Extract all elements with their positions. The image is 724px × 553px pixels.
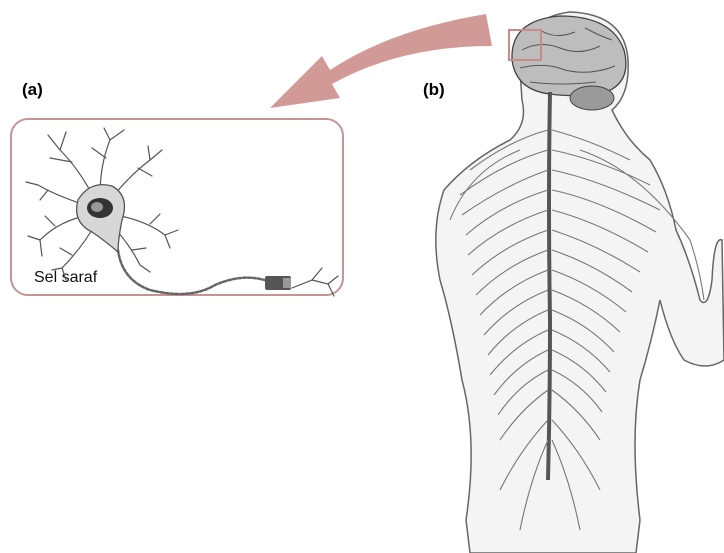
human-nervous-system-icon — [0, 0, 724, 553]
